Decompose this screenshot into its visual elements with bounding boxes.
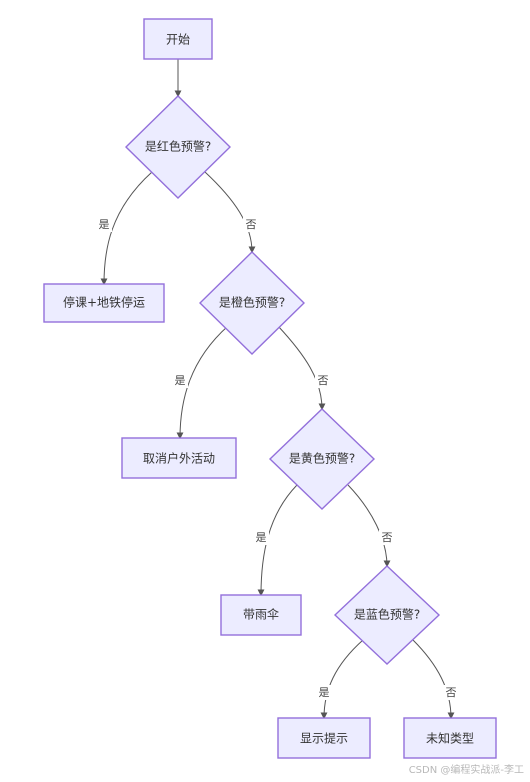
edge-label-blue-no: 否 xyxy=(446,686,457,699)
edge-blue-yes xyxy=(320,639,364,720)
node-umbrella-label: 带雨伞 xyxy=(243,607,279,622)
node-start-label: 开始 xyxy=(166,33,190,47)
node-stop-class-box xyxy=(43,283,165,323)
node-red-label: 是红色预警? xyxy=(145,139,211,154)
node-yellow-diamond xyxy=(268,408,376,510)
node-orange-diamond xyxy=(199,251,305,355)
node-show-tip: 显示提示 xyxy=(277,717,371,759)
node-cancel-outdoor-label: 取消户外活动 xyxy=(143,451,215,466)
node-show-tip-label: 显示提示 xyxy=(300,731,348,746)
edge-label-blue-yes: 是 xyxy=(319,686,330,699)
edge-label-yellow-no: 否 xyxy=(382,531,393,544)
node-show-tip-box xyxy=(277,717,371,759)
node-unknown-label: 未知类型 xyxy=(426,732,474,746)
node-blue-decision: 是蓝色预警? xyxy=(333,565,441,665)
node-blue-diamond xyxy=(333,565,441,665)
edge-red-yes xyxy=(100,171,153,286)
node-red-diamond xyxy=(125,95,231,199)
edge-label-red-yes: 是 xyxy=(99,218,110,231)
node-orange-decision: 是橙色预警? xyxy=(199,251,305,355)
edge-blue-no xyxy=(412,639,455,720)
node-yellow-decision: 是黄色预警? xyxy=(268,408,376,510)
node-start-box xyxy=(143,18,213,60)
node-unknown: 未知类型 xyxy=(403,717,497,759)
edge-label-orange-no: 否 xyxy=(318,374,329,387)
edge-yellow-no xyxy=(347,484,391,568)
edge-orange-no xyxy=(277,325,326,411)
node-red-decision: 是红色预警? xyxy=(125,95,231,199)
node-yellow-label: 是黄色预警? xyxy=(289,451,355,466)
node-unknown-box xyxy=(403,717,497,759)
edge-labels: 是 否 是 否 是 否 是 否 xyxy=(96,217,459,700)
node-cancel-outdoor: 取消户外活动 xyxy=(121,437,237,479)
node-stop-class: 停课+地铁停运 xyxy=(43,283,165,323)
edge-label-yellow-yes: 是 xyxy=(256,531,267,544)
node-cancel-outdoor-box xyxy=(121,437,237,479)
node-umbrella: 带雨伞 xyxy=(220,594,302,636)
edge-label-red-no: 否 xyxy=(246,218,257,231)
node-orange-label: 是橙色预警? xyxy=(219,295,285,310)
node-umbrella-box xyxy=(220,594,302,636)
node-stop-class-label: 停课+地铁停运 xyxy=(63,295,145,310)
node-blue-label: 是蓝色预警? xyxy=(354,607,420,622)
edge-orange-yes xyxy=(176,325,229,440)
edge-red-no xyxy=(204,171,256,254)
edge-label-orange-yes: 是 xyxy=(175,374,186,387)
node-start: 开始 xyxy=(143,18,213,60)
watermark: CSDN @编程实战派-李工 xyxy=(408,765,524,776)
